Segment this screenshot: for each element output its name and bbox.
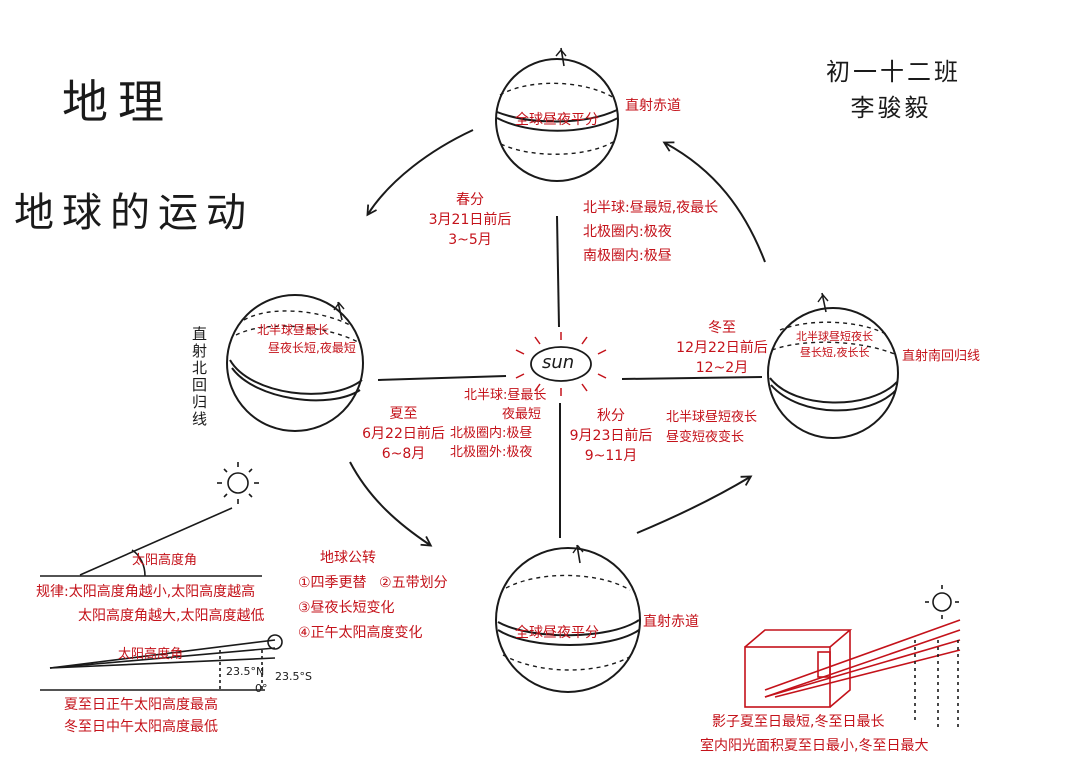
globe-bottom-side: 直射赤道 bbox=[643, 614, 699, 630]
author-class: 初一十二班 bbox=[826, 58, 961, 86]
page-subtitle: 地球的运动 bbox=[14, 190, 254, 236]
summer-note-4: 北极圈外:极夜 bbox=[450, 445, 533, 460]
sun-rays bbox=[515, 332, 607, 396]
autumn-winter-note-1: 北半球昼短夜长 bbox=[666, 410, 758, 425]
page-title: 地理 bbox=[62, 75, 174, 129]
globe-bottom-band: 全球昼夜平分 bbox=[515, 625, 599, 641]
sun-label: sun bbox=[542, 352, 575, 373]
degree-23s: 23.5°S bbox=[275, 670, 312, 683]
globe-right-side: 直射南回归线 bbox=[902, 349, 981, 364]
globe-right bbox=[767, 292, 899, 439]
globe-top-band: 全球昼夜平分 bbox=[515, 112, 599, 128]
solar-summary-2: 冬至日中午太阳高度最低 bbox=[64, 719, 218, 735]
revolution-heading: 地球公转 bbox=[320, 550, 376, 566]
spring-name: 春分 bbox=[456, 192, 484, 208]
degree-23n: 23.5°N bbox=[226, 665, 265, 678]
sun-graphic bbox=[530, 346, 592, 382]
globe-right-band-1: 北半球昼短夜长 bbox=[796, 330, 873, 343]
summer-note-3: 北极圈内:极昼 bbox=[450, 426, 533, 441]
season-spring: 春分 3月21日前后 3~5月 bbox=[425, 190, 515, 250]
revolution-list: 地球公转 ①四季更替 ②五带划分 ③昼夜长短变化 ④正午太阳高度变化 bbox=[298, 546, 448, 646]
solar-rule-1: 规律:太阳高度角越小,太阳高度越高 bbox=[36, 584, 256, 600]
degree-0: 0° bbox=[255, 682, 268, 695]
winter-notes: 北半球:昼最短,夜最长 北极圈内:极夜 南极圈内:极昼 bbox=[583, 196, 718, 268]
spring-months: 3~5月 bbox=[448, 232, 492, 248]
winter-note-3: 南极圈内:极昼 bbox=[583, 248, 672, 264]
season-autumn: 秋分 9月23日前后 9~11月 bbox=[565, 406, 657, 466]
winter-date: 12月22日前后 bbox=[676, 340, 768, 356]
autumn-name: 秋分 bbox=[597, 408, 625, 424]
winter-note-2: 北极圈内:极夜 bbox=[583, 224, 672, 240]
revolution-item-1: ①四季更替 bbox=[298, 575, 367, 591]
globe-top-side: 直射赤道 bbox=[625, 98, 681, 114]
summer-months: 6~8月 bbox=[381, 446, 426, 462]
revolution-item-4: ④正午太阳高度变化 bbox=[298, 625, 423, 641]
autumn-months: 9~11月 bbox=[584, 448, 638, 464]
author-name: 李骏毅 bbox=[850, 94, 932, 122]
revolution-item-3: ③昼夜长短变化 bbox=[298, 600, 395, 616]
globe-left-band-1: 北半球昼最长 bbox=[257, 323, 330, 337]
sun-axes bbox=[377, 215, 763, 538]
season-summer: 夏至 6月22日前后 6~8月 bbox=[356, 404, 451, 464]
winter-months: 12~2月 bbox=[695, 360, 749, 376]
globe-left-side: 直射北回归线 bbox=[190, 326, 208, 428]
summer-note-1: 北半球:昼最长 bbox=[464, 388, 547, 403]
globe-top bbox=[495, 47, 619, 182]
shadow-note-1: 影子夏至日最短,冬至日最长 bbox=[712, 714, 885, 730]
solar-summary-1: 夏至日正午太阳高度最高 bbox=[64, 697, 218, 713]
globe-left bbox=[226, 294, 364, 432]
globe-left-band-2: 昼夜长短,夜最短 bbox=[268, 341, 356, 355]
solar-angle-diagram bbox=[40, 462, 283, 691]
shadow-box-diagram bbox=[744, 619, 961, 708]
shadow-box-sun bbox=[914, 585, 959, 730]
autumn-date: 9月23日前后 bbox=[569, 428, 653, 444]
revolution-item-2: ②五带划分 bbox=[379, 575, 448, 591]
solar-angle-label: 太阳高度角 bbox=[132, 553, 198, 568]
solar-angle-label-2: 太阳高度角 bbox=[118, 647, 184, 662]
solar-summary: 夏至日正午太阳高度最高 冬至日中午太阳高度最低 bbox=[64, 694, 218, 738]
winter-note-1: 北半球:昼最短,夜最长 bbox=[583, 200, 719, 216]
shadow-note-2: 室内阳光面积夏至日最小,冬至日最大 bbox=[700, 738, 929, 754]
summer-note-2: 夜最短 bbox=[502, 407, 542, 422]
revolution-row-1: ①四季更替 ②五带划分 bbox=[298, 571, 448, 596]
shadow-notes: 影子夏至日最短,冬至日最长 室内阳光面积夏至日最小,冬至日最大 bbox=[700, 710, 928, 758]
season-winter: 冬至 12月22日前后 12~2月 bbox=[672, 318, 772, 378]
orbit-arrows bbox=[349, 129, 766, 547]
spring-date: 3月21日前后 bbox=[428, 212, 512, 228]
solar-rule-2: 太阳高度角越大,太阳高度越低 bbox=[78, 608, 265, 624]
summer-name: 夏至 bbox=[389, 406, 418, 422]
winter-name: 冬至 bbox=[708, 320, 736, 336]
globe-right-band-2: 昼长短,夜长长 bbox=[800, 346, 870, 359]
globe-bottom bbox=[495, 544, 641, 693]
autumn-winter-notes: 北半球昼短夜长 昼变短夜变长 bbox=[666, 408, 757, 448]
autumn-winter-note-2: 昼变短夜变长 bbox=[666, 430, 745, 445]
summer-notes: 北半球:昼最长 夜最短 北极圈内:极昼 北极圈外:极夜 bbox=[450, 386, 546, 462]
summer-date: 6月22日前后 bbox=[362, 426, 445, 442]
